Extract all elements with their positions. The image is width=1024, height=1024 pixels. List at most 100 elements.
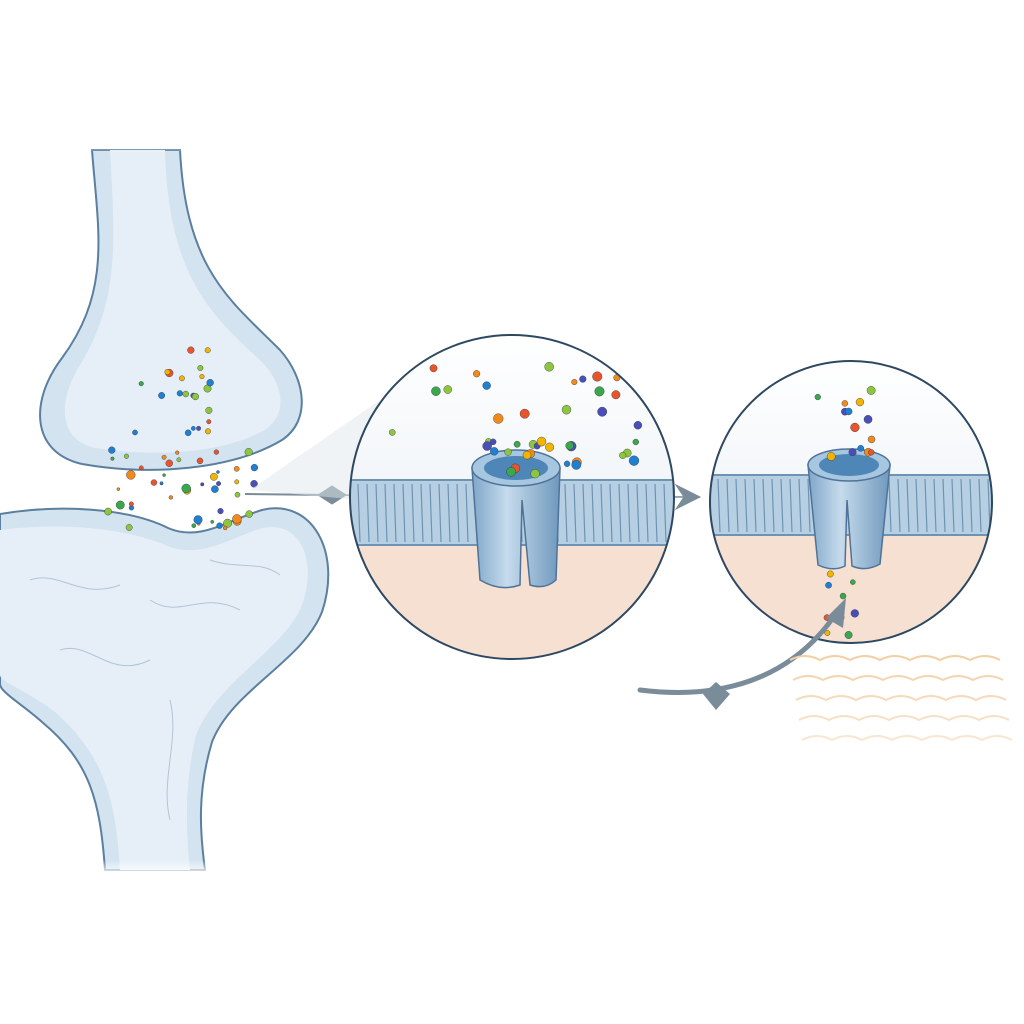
lipid [465, 483, 469, 543]
neurotransmitter-particle [571, 378, 578, 386]
lipid [933, 478, 937, 533]
neurotransmitter-particle [482, 441, 492, 451]
neurotransmitter-particle [522, 450, 532, 460]
neurotransmitter-particle [232, 514, 242, 524]
neurotransmitter-particle [431, 386, 441, 396]
lipid [366, 483, 370, 543]
neurotransmitter-particle [867, 435, 876, 444]
wave-line [798, 715, 1010, 722]
neurotransmitter-particle [245, 510, 253, 518]
neurotransmitter-particle [213, 449, 219, 455]
lipid [411, 483, 415, 543]
neurotransmitter-particle [204, 347, 211, 354]
lipid [888, 478, 892, 533]
neurotransmitter-particle [826, 570, 834, 578]
neurotransmitter-particle [187, 346, 195, 354]
lipid [978, 478, 982, 533]
neurotransmitter-particle [841, 400, 849, 407]
neurotransmitter-particle [244, 448, 253, 457]
neurotransmitter-particle [473, 370, 481, 378]
lipid [384, 483, 388, 543]
neurotransmitter-particles-cleft [104, 346, 259, 531]
neurotransmitter-particle [633, 421, 643, 430]
neurotransmitter-particle [104, 507, 112, 516]
neurotransmitter-particle [544, 362, 554, 372]
neurotransmitter-particle [579, 375, 587, 383]
neurotransmitter-particle [376, 375, 385, 384]
neurotransmitter-particle [504, 448, 512, 456]
neurotransmitter-particle [132, 429, 138, 436]
neurotransmitter-particle [844, 407, 853, 416]
neurotransmitter-particle [565, 441, 574, 450]
neurotransmitter-particle [519, 408, 530, 419]
ion-channel-icon [807, 448, 891, 570]
neurotransmitter-particle [168, 495, 173, 500]
neurotransmitter-particle [632, 438, 639, 446]
curved-arrow-icon [637, 598, 846, 710]
lipid [942, 478, 946, 533]
neurotransmitter-particle [536, 436, 547, 447]
lipid [618, 483, 622, 543]
neurotransmitter-particle [611, 390, 621, 400]
zoom-circle-channel [709, 360, 993, 644]
neurotransmitter-particle [200, 482, 205, 487]
lipid [924, 478, 928, 533]
neurotransmitter-particle [619, 451, 627, 459]
zoom-circle-membrane [349, 334, 675, 660]
wave-line [789, 655, 1001, 662]
neurotransmitter-particle [191, 393, 199, 401]
magnify-cone [250, 400, 380, 500]
neurotransmitter-particle [223, 525, 228, 531]
postsynaptic-neuron [0, 507, 330, 875]
neurotransmitter-particle [196, 425, 201, 431]
neurotransmitter-particle [123, 453, 129, 459]
neurotransmitter-particle [223, 518, 232, 528]
neurotransmitter-particle [826, 452, 836, 461]
wave-line [801, 735, 1013, 742]
wave-line [792, 675, 1004, 682]
lipid [456, 483, 460, 543]
lipid [897, 478, 901, 533]
lipid [762, 478, 766, 533]
neurotransmitter-particle [839, 592, 847, 600]
neurotransmitter-particle [388, 429, 396, 436]
neurotransmitter-particle [850, 609, 859, 618]
neurotransmitter-particle [108, 446, 116, 454]
neurotransmitter-particle [158, 392, 166, 399]
neurotransmitter-particle [165, 459, 173, 467]
lipid [375, 483, 379, 543]
neurotransmitter-particle [863, 415, 873, 424]
neurotransmitter-particle [571, 460, 582, 470]
neurotransmitter-particles [814, 386, 876, 639]
lipid [807, 478, 811, 533]
neurotransmitter-particle [866, 386, 876, 395]
neurotransmitter-particle [216, 522, 223, 529]
lipid [447, 483, 451, 543]
neurotransmitter-particle [126, 470, 136, 480]
lipid [600, 483, 604, 543]
lipid [402, 483, 406, 543]
neurotransmitter-particle [855, 397, 865, 407]
lipid [420, 483, 424, 543]
lipid [654, 483, 658, 543]
neurotransmitter-particle [184, 429, 192, 437]
lipid [906, 478, 910, 533]
signal-waves [789, 655, 1013, 742]
lipid [645, 483, 649, 543]
lipid [636, 483, 640, 543]
neurotransmitter-particle [234, 491, 241, 498]
neurotransmitter-particle [115, 500, 125, 510]
neurotransmitter-particle [824, 630, 831, 636]
lipid [573, 483, 577, 543]
neurotransmitter-particle [211, 485, 219, 493]
lipid [564, 483, 568, 543]
lipid [780, 478, 784, 533]
neurotransmitter-particle [179, 375, 185, 382]
lipid [753, 478, 757, 533]
lipid [915, 478, 919, 533]
neurotransmitter-particle [176, 390, 183, 397]
neurotransmitter-particle [868, 449, 875, 456]
neurotransmitter-particle [825, 581, 832, 589]
neurotransmitter-particle [506, 466, 516, 477]
